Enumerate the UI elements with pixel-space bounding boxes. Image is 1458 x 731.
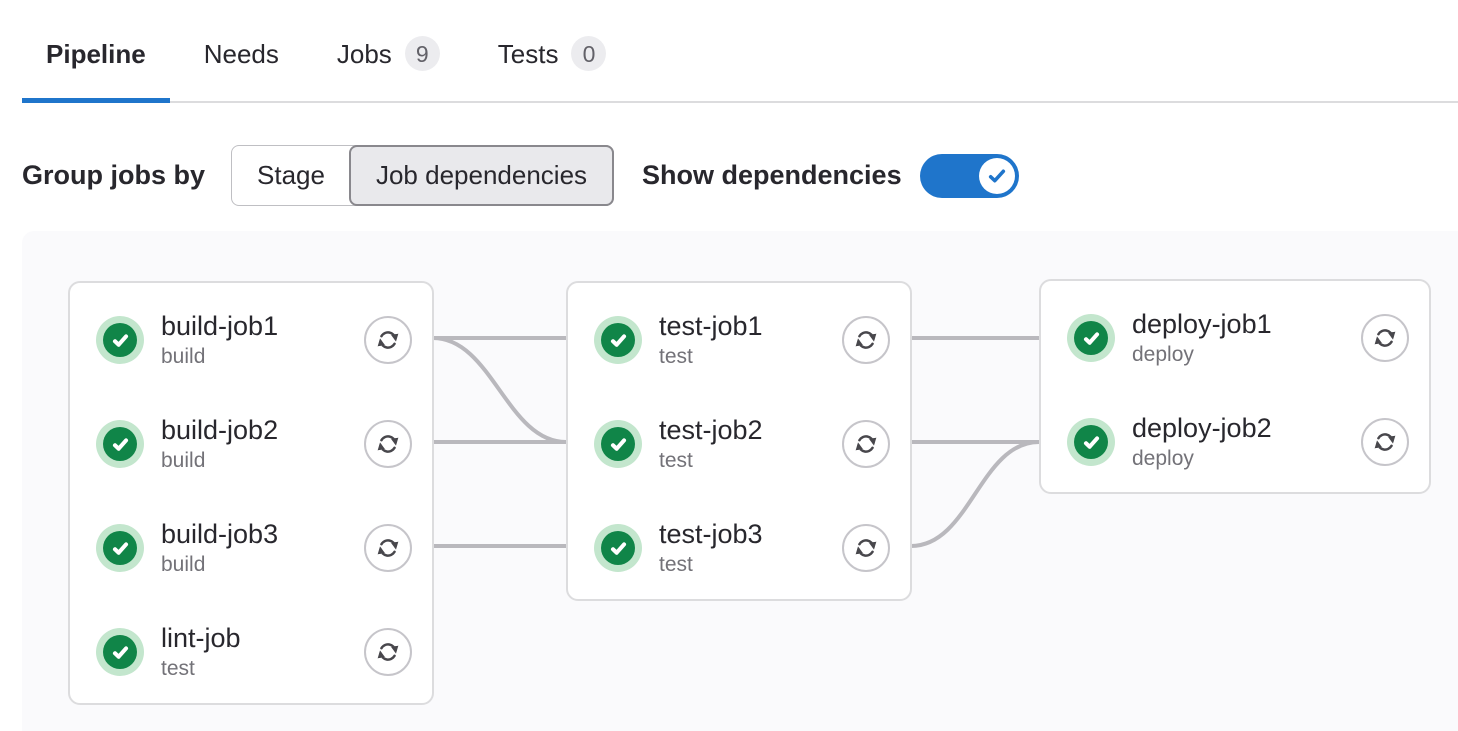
retry-button[interactable] [364,316,412,364]
tab-tests[interactable]: Tests 0 [474,0,631,101]
job-name: deploy-job2 [1132,413,1272,443]
group-by-segmented-control: Stage Job dependencies [231,145,615,206]
dependency-line [910,440,1040,548]
status-success-icon [96,316,144,364]
segment-job-dependencies[interactable]: Job dependencies [348,145,615,206]
show-dependencies-toggle[interactable] [919,153,1019,198]
graph-controls: Group jobs by Stage Job dependencies Sho… [22,145,1458,206]
job-row[interactable]: deploy-job2 deploy [1041,390,1429,494]
retry-button[interactable] [842,524,890,572]
job-row[interactable]: test-job1 test [568,288,910,392]
tab-pipeline[interactable]: Pipeline [22,0,170,103]
job-row[interactable]: build-job2 build [70,392,432,496]
tests-count-badge: 0 [571,36,607,71]
group-jobs-by-label: Group jobs by [22,160,206,190]
job-name: build-job2 [161,415,279,445]
job-stage: build [161,345,206,368]
job-row[interactable]: deploy-job1 deploy [1041,286,1429,390]
retry-icon [855,539,877,557]
retry-button[interactable] [842,420,890,468]
status-success-icon [1067,418,1115,466]
tab-jobs[interactable]: Jobs 9 [313,0,464,101]
job-row[interactable]: build-job1 build [70,288,432,392]
show-dependencies-label: Show dependencies [642,160,902,190]
tab-jobs-label: Jobs [336,38,392,69]
retry-icon [1374,329,1396,347]
job-stage: deploy [1132,447,1194,470]
job-name: test-job2 [659,415,763,445]
segment-stage[interactable]: Stage [232,146,350,205]
job-row[interactable]: build-job3 build [70,496,432,600]
status-success-icon [96,420,144,468]
job-stage: test [161,657,195,680]
tab-needs-label: Needs [203,38,279,69]
job-stage: test [659,553,693,576]
retry-icon [855,331,877,349]
job-name: test-job1 [659,311,763,341]
check-icon [988,169,1005,182]
job-row[interactable]: test-job2 test [568,392,910,496]
dependency-line [432,336,567,444]
pipeline-graph: build-job1 build build-job2 build build-… [22,231,1458,731]
retry-button[interactable] [1361,418,1409,466]
job-name: lint-job [161,623,241,653]
status-success-icon [594,524,642,572]
status-success-icon [594,316,642,364]
job-stage: test [659,345,693,368]
toggle-knob [978,157,1015,194]
job-stage: deploy [1132,343,1194,366]
job-name: deploy-job1 [1132,309,1272,339]
retry-button[interactable] [1361,314,1409,362]
job-card: test-job1 test test-job2 test test-job3 … [566,281,912,601]
retry-button[interactable] [364,524,412,572]
status-success-icon [96,524,144,572]
jobs-count-badge: 9 [404,36,440,71]
retry-button[interactable] [364,420,412,468]
retry-icon [377,435,399,453]
tab-pipeline-label: Pipeline [46,38,146,69]
dependency-lines [432,336,1040,548]
job-name: test-job3 [659,519,763,549]
job-stage: test [659,449,693,472]
retry-icon [377,643,399,661]
job-row[interactable]: lint-job test [70,600,432,704]
job-card: build-job1 build build-job2 build build-… [68,281,434,705]
job-name: build-job1 [161,311,279,341]
pipeline-tabs-bar: Pipeline Needs Jobs 9 Tests 0 [22,0,1458,103]
retry-icon [855,435,877,453]
status-success-icon [594,420,642,468]
job-stage: build [161,449,206,472]
status-success-icon [1067,314,1115,362]
retry-icon [1374,433,1396,451]
retry-button[interactable] [842,316,890,364]
retry-icon [377,539,399,557]
job-stage: build [161,553,206,576]
job-card: deploy-job1 deploy deploy-job2 deploy [1039,279,1431,494]
retry-button[interactable] [364,628,412,676]
tab-needs[interactable]: Needs [180,0,303,101]
tab-tests-label: Tests [497,38,559,69]
status-success-icon [96,628,144,676]
retry-icon [377,331,399,349]
job-name: build-job3 [161,519,279,549]
job-row[interactable]: test-job3 test [568,496,910,600]
